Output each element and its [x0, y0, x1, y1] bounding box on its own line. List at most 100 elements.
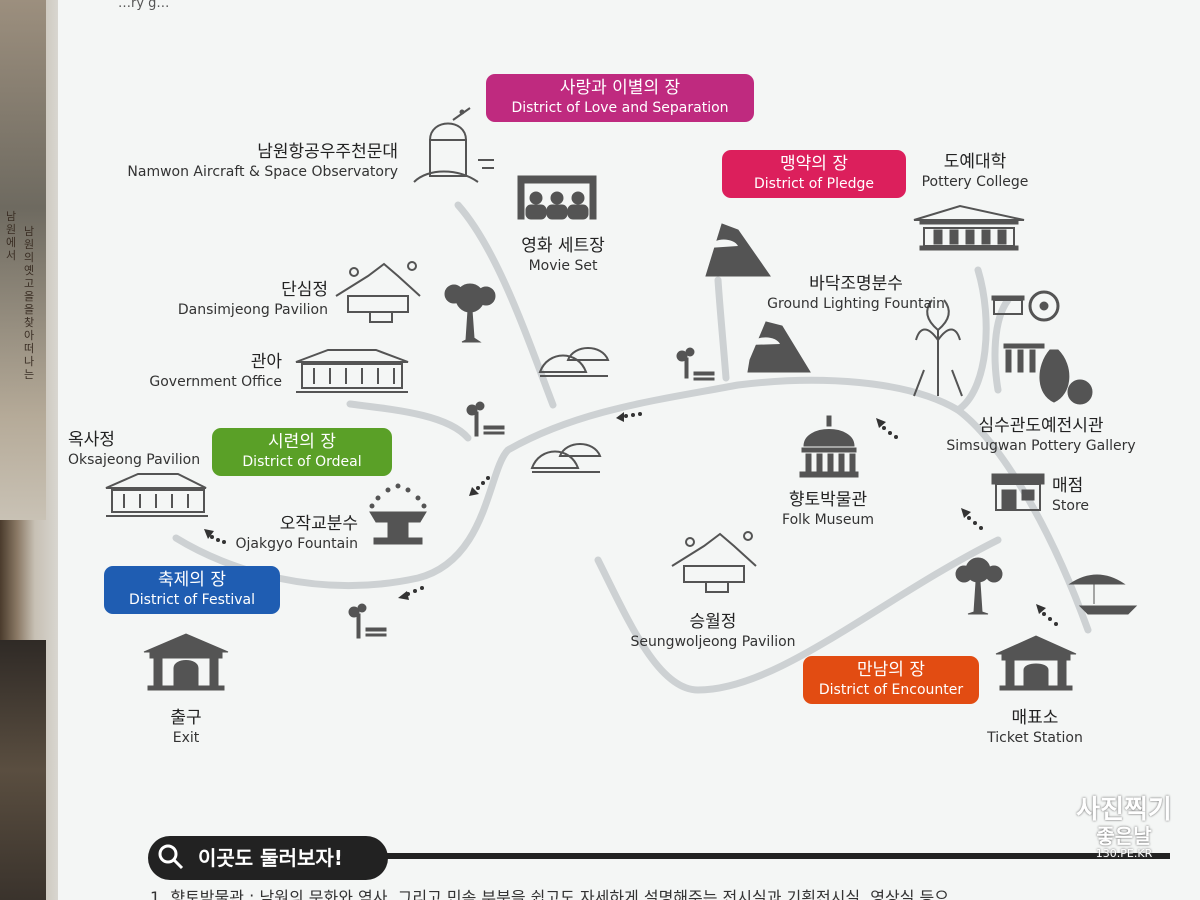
place-seungwoljeong-ko: 승월정 — [689, 612, 737, 632]
facing-page-photo-lower — [0, 640, 46, 900]
path-lower-loop — [594, 536, 1002, 694]
place-movie-set[interactable]: 영화 세트장 Movie Set — [488, 236, 638, 275]
place-ground-fountain-ko: 바닥조명분수 — [809, 274, 903, 294]
place-government-ko: 관아 — [250, 352, 282, 372]
tree-icon — [444, 283, 496, 343]
district-love-en: District of Love and Separation — [511, 100, 729, 116]
place-ojakgyo-en: Ojakgyo Fountain — [235, 536, 358, 552]
hut-icon — [530, 443, 602, 473]
place-dansimjeong-ko: 단심정 — [281, 280, 328, 300]
ticket-gate-icon — [995, 635, 1077, 691]
path-main-arc — [172, 376, 1092, 634]
pottery-icon — [991, 290, 1093, 405]
pottery-college-icon — [913, 204, 1025, 251]
mountain-icon — [705, 223, 811, 373]
district-festival-ko: 축제의 장 — [158, 570, 226, 590]
place-oksajeong[interactable]: 옥사정 Oksajeong Pavilion — [68, 430, 228, 469]
place-dansimjeong[interactable]: 단심정 Dansimjeong Pavilion — [138, 280, 328, 319]
district-encounter-badge[interactable]: 만남의 장 District of Encounter — [803, 656, 979, 704]
place-pottery-gallery[interactable]: 심수관도예전시관 Simsugwan Pottery Gallery — [934, 416, 1148, 455]
place-ojakgyo[interactable]: 오작교분수 Ojakgyo Fountain — [208, 514, 358, 553]
place-movie-set-ko: 영화 세트장 — [521, 236, 605, 256]
place-dansimjeong-en: Dansimjeong Pavilion — [177, 302, 328, 318]
section-header: 이곳도 둘러보자! — [148, 836, 388, 880]
place-oksajeong-ko: 옥사정 — [68, 430, 115, 450]
section-body-text: 1. 향토박물관 : 남원의 문화와 역사, 그리고 민속 부분을 쉽고도 자세… — [150, 888, 949, 900]
spine-text-1: 남원에서 — [6, 210, 17, 262]
museum-icon — [799, 415, 859, 478]
place-ground-fountain[interactable]: 바닥조명분수 Ground Lighting Fountain — [748, 274, 964, 313]
place-ticket[interactable]: 매표소 Ticket Station — [970, 708, 1100, 747]
spine-text-2: 남원의 옛 고을을 찾아 떠나는 — [24, 225, 35, 381]
place-exit[interactable]: 출구 Exit — [146, 708, 226, 747]
place-ground-fountain-en: Ground Lighting Fountain — [767, 296, 945, 312]
place-ticket-en: Ticket Station — [987, 730, 1083, 746]
place-movie-set-en: Movie Set — [528, 258, 598, 274]
district-ordeal-badge[interactable]: 시련의 장 District of Ordeal — [212, 428, 392, 476]
district-love-ko: 사랑과 이별의 장 — [559, 78, 681, 98]
exit-gate-icon — [143, 633, 229, 691]
arrow-icon — [1036, 604, 1058, 626]
watermark-line1: 사진찍기 — [1076, 795, 1172, 825]
direction-arrows — [204, 412, 1058, 626]
place-observatory[interactable]: 남원항공우주천문대 Namwon Aircraft & Space Observ… — [88, 142, 398, 181]
place-observatory-en: Namwon Aircraft & Space Observatory — [127, 164, 398, 180]
search-icon — [158, 844, 184, 870]
place-ticket-ko: 매표소 — [1011, 708, 1059, 728]
section-title: 이곳도 둘러보자! — [198, 846, 343, 870]
book-spine: 남원에서 남원의 옛 고을을 찾아 떠나는 — [0, 0, 58, 900]
watermark: 사진찍기 좋은날 130.PE.KR — [1068, 795, 1180, 880]
place-store[interactable]: 매점 Store — [1052, 476, 1122, 515]
place-seungwoljeong-en: Seungwoljeong Pavilion — [630, 634, 796, 650]
place-pottery-gallery-en: Simsugwan Pottery Gallery — [946, 438, 1136, 454]
park-map — [105, 107, 1138, 872]
arrow-icon — [469, 476, 490, 496]
place-exit-ko: 출구 — [170, 708, 202, 728]
store-icon — [991, 473, 1045, 511]
district-pledge-ko: 맹약의 장 — [780, 154, 848, 174]
map-icons — [105, 107, 1138, 691]
observatory-icon — [413, 107, 494, 183]
bench-tree-icon — [466, 401, 505, 437]
place-seungwoljeong[interactable]: 승월정 Seungwoljeong Pavilion — [618, 612, 808, 651]
fountain-icon — [369, 483, 427, 545]
cropped-top-text: …ry g… — [118, 0, 170, 11]
pavilion-icon — [105, 473, 208, 517]
place-pottery-college[interactable]: 도예대학 Pottery College — [900, 152, 1050, 191]
fountain-icon — [913, 299, 963, 397]
place-pottery-college-ko: 도예대학 — [943, 152, 1007, 172]
district-ordeal-en: District of Ordeal — [242, 454, 362, 470]
place-pottery-gallery-ko: 심수관도예전시관 — [978, 416, 1104, 436]
place-oksajeong-en: Oksajeong Pavilion — [68, 452, 201, 468]
section-rule — [380, 853, 1170, 859]
bench-tree-icon — [676, 347, 715, 381]
tree-icon — [955, 557, 1003, 615]
path-to-movie-set — [454, 201, 557, 409]
place-folk-museum-ko: 향토박물관 — [788, 490, 868, 510]
movie-set-icon — [517, 175, 597, 220]
district-love-badge[interactable]: 사랑과 이별의 장 District of Love and Separatio… — [486, 74, 754, 122]
facing-page-photo — [0, 0, 46, 520]
pavilion-icon — [671, 531, 757, 593]
watermark-line2: 좋은날 — [1096, 824, 1152, 848]
place-folk-museum-en: Folk Museum — [782, 512, 874, 528]
place-store-en: Store — [1052, 498, 1090, 514]
arrow-icon — [616, 412, 642, 422]
hut-icon — [538, 347, 610, 377]
district-festival-badge[interactable]: 축제의 장 District of Festival — [104, 566, 280, 614]
district-festival-en: District of Festival — [128, 592, 255, 608]
watermark-url: 130.PE.KR — [1095, 847, 1153, 860]
district-pledge-en: District of Pledge — [753, 176, 874, 192]
arrow-icon — [398, 586, 424, 600]
pavilion-icon — [335, 261, 421, 323]
district-encounter-ko: 만남의 장 — [857, 660, 925, 680]
path-to-gallery — [954, 266, 990, 414]
place-government[interactable]: 관아 Government Office — [98, 352, 282, 391]
place-exit-en: Exit — [172, 730, 200, 746]
place-folk-museum[interactable]: 향토박물관 Folk Museum — [758, 490, 898, 529]
arrow-icon — [876, 418, 898, 439]
district-pledge-badge[interactable]: 맹약의 장 District of Pledge — [722, 150, 906, 198]
bench-tree-icon — [348, 603, 387, 639]
bonsai-icon — [1068, 574, 1138, 615]
place-government-en: Government Office — [149, 374, 282, 390]
